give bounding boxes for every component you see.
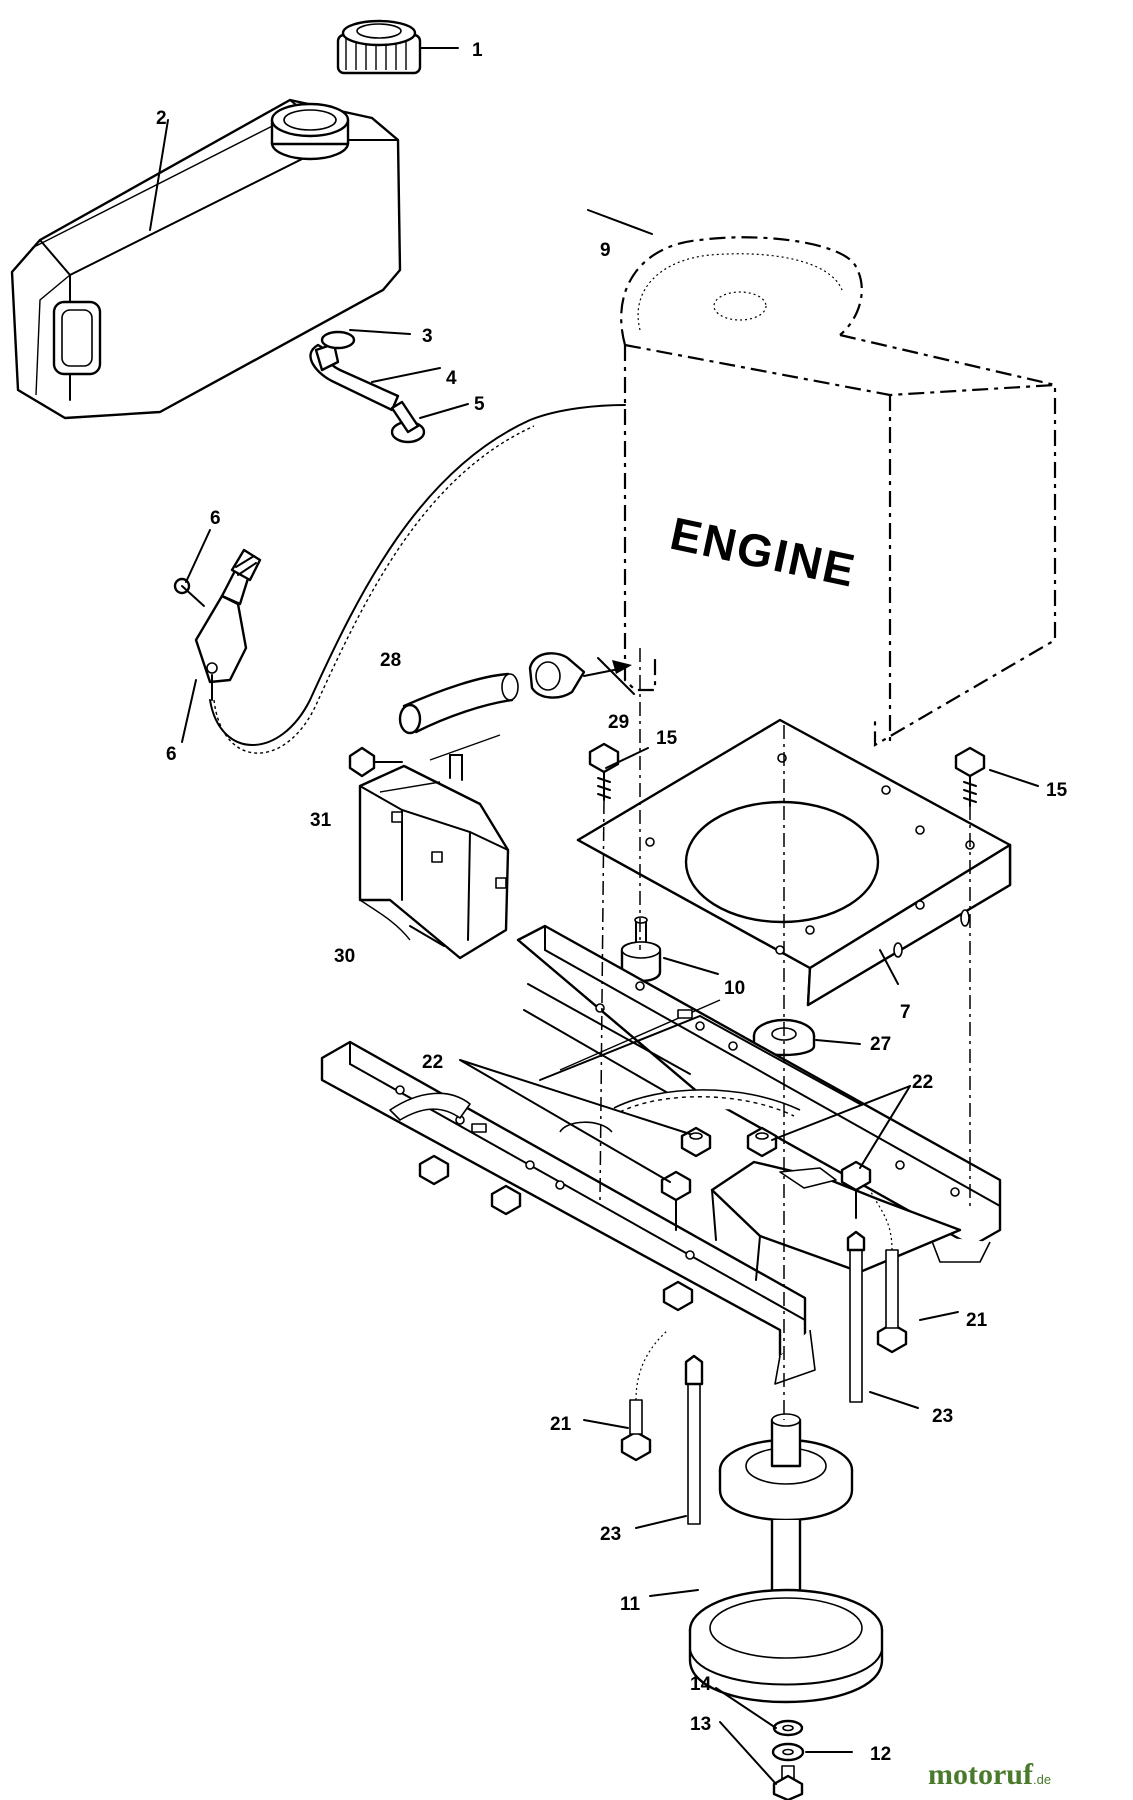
frame-rear-rail bbox=[516, 924, 1002, 1263]
fitting-part bbox=[528, 652, 632, 699]
callout-21-right: 21 bbox=[966, 1310, 988, 1331]
callout-12: 12 bbox=[870, 1744, 891, 1765]
bolt-13-part bbox=[772, 1765, 804, 1800]
callout-31: 31 bbox=[310, 810, 332, 831]
lower-pulley-part bbox=[688, 1588, 884, 1704]
bolt-left-part bbox=[588, 742, 620, 801]
nut-b-part bbox=[660, 1170, 692, 1231]
callout-3: 3 bbox=[422, 326, 433, 347]
bolt-21-right bbox=[869, 1189, 908, 1354]
lock-washer-12-part bbox=[771, 1742, 805, 1762]
callout-5: 5 bbox=[474, 394, 485, 415]
engine-part: ENGINE bbox=[620, 236, 1057, 747]
watermark-suffix: .de bbox=[1033, 1772, 1051, 1787]
leader-lines bbox=[149, 47, 1039, 1785]
bolt-21-left bbox=[620, 1329, 669, 1462]
callout-15-right: 15 bbox=[1046, 780, 1068, 801]
fuel-line-part bbox=[309, 330, 426, 444]
callout-23-left: 23 bbox=[600, 1524, 621, 1545]
callout-10: 10 bbox=[724, 978, 745, 999]
callout-15-left: 15 bbox=[656, 728, 678, 749]
callout-21-left: 21 bbox=[550, 1414, 572, 1435]
nut-d-part bbox=[840, 1160, 872, 1219]
callout-30: 30 bbox=[334, 946, 355, 967]
callout-9: 9 bbox=[600, 240, 611, 261]
shield-part bbox=[358, 734, 510, 960]
engine-label: ENGINE bbox=[666, 507, 861, 597]
axis-lines bbox=[599, 648, 971, 1420]
hex-bolts-part bbox=[418, 1154, 694, 1312]
callout-2: 2 bbox=[156, 108, 167, 129]
watermark-brand: motoruf bbox=[928, 1758, 1034, 1791]
deck-plate-part bbox=[389, 1089, 962, 1281]
svg-text:motoruf.de: motoruf.de bbox=[928, 1758, 1051, 1791]
screw-part bbox=[348, 746, 403, 778]
rod-23-left bbox=[684, 1354, 704, 1525]
callout-6-bottom: 6 bbox=[166, 744, 177, 765]
nut-c-part bbox=[746, 1126, 778, 1158]
fuel-tank-part bbox=[10, 98, 402, 420]
callout-22-right: 22 bbox=[912, 1072, 933, 1093]
rod-23-right bbox=[846, 1230, 866, 1403]
fuel-cap-part bbox=[336, 19, 422, 75]
spacer-part bbox=[620, 916, 662, 983]
hose-part bbox=[398, 672, 519, 735]
watermark: motoruf.de bbox=[928, 1758, 1051, 1791]
callout-4: 4 bbox=[446, 368, 457, 389]
callout-labels: 1 2 3 4 5 6 6 7 9 10 11 12 13 14 15 15 2… bbox=[156, 40, 1068, 1765]
callout-29: 29 bbox=[608, 712, 629, 733]
callout-28: 28 bbox=[380, 650, 401, 671]
frame-front-rail bbox=[320, 1040, 816, 1385]
throttle-control-part bbox=[173, 404, 626, 754]
mounting-plate-part bbox=[576, 718, 1012, 1007]
callout-7: 7 bbox=[900, 1002, 911, 1023]
callout-13: 13 bbox=[690, 1714, 711, 1735]
callout-27: 27 bbox=[870, 1034, 891, 1055]
callout-14: 14 bbox=[690, 1674, 712, 1695]
callout-22-left: 22 bbox=[422, 1052, 443, 1073]
upper-pulley-part bbox=[718, 1413, 854, 1522]
nut-a-part bbox=[680, 1126, 712, 1158]
bolt-right-part bbox=[954, 746, 986, 807]
callout-11: 11 bbox=[620, 1594, 641, 1615]
callout-23-right: 23 bbox=[932, 1406, 953, 1427]
callout-1: 1 bbox=[472, 40, 483, 61]
washer-14-part bbox=[772, 1719, 804, 1737]
callout-6-top: 6 bbox=[210, 508, 221, 529]
